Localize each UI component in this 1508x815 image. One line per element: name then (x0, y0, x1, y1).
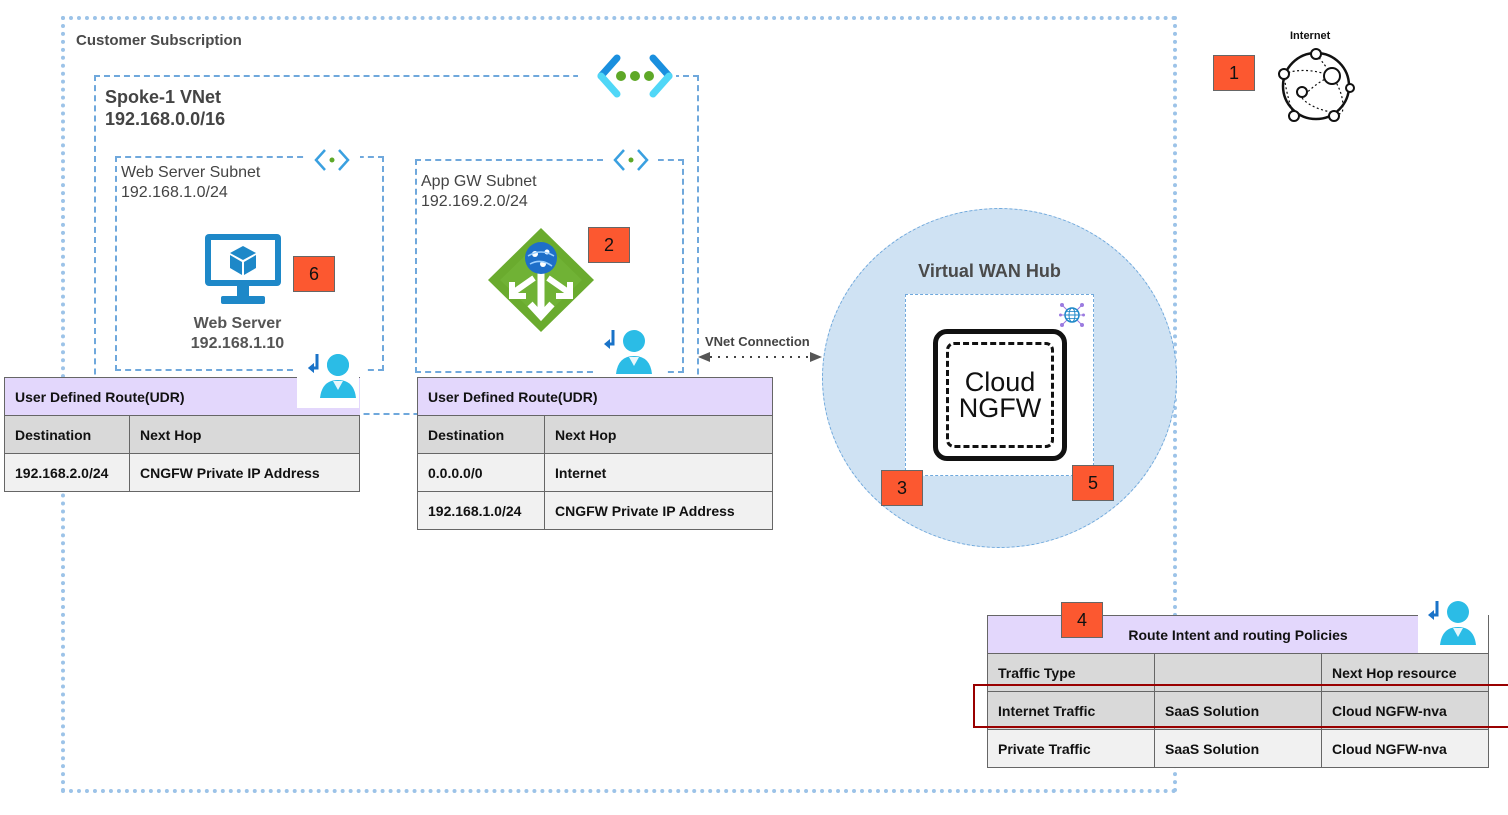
cloud-ngfw-icon (933, 329, 1067, 461)
highlighted-row-box (973, 684, 1508, 728)
virtual-network-icon (597, 54, 673, 98)
subnet-icon (314, 149, 350, 171)
udr-col-next-hop: Next Hop (544, 415, 773, 454)
ngfw-line1: Cloud (964, 367, 1036, 397)
route-table-icon (604, 330, 652, 374)
udr-cell: 192.168.1.0/24 (417, 491, 545, 530)
policy-cell: Internet Traffic (987, 691, 1155, 730)
step-badge-2: 2 (588, 227, 630, 263)
web-server-name: Web Server (193, 315, 282, 332)
step-badge-5: 5 (1072, 465, 1114, 501)
subnet-icon (613, 149, 649, 171)
table-row: 0.0.0.0/0 Internet (417, 453, 773, 492)
web-server-label: Web Server 192.168.1.10 (180, 314, 295, 354)
policy-cell: Cloud NGFW-nva (1321, 691, 1489, 730)
application-gateway-icon (488, 228, 594, 332)
step-badge-3: 3 (881, 470, 923, 506)
web-server-ip: 192.168.1.10 (190, 335, 285, 352)
policy-cell: SaaS Solution (1154, 729, 1322, 768)
udr-table-app: User Defined Route(UDR) Destination Next… (417, 377, 773, 530)
app-subnet-label: App GW Subnet 192.169.2.0/24 (421, 172, 537, 212)
ngfw-line2: NGFW (958, 393, 1042, 423)
table-row: 192.168.2.0/24 CNGFW Private IP Address (4, 453, 360, 492)
web-subnet-name: Web Server Subnet (121, 164, 261, 181)
udr-cell: CNGFW Private IP Address (544, 491, 773, 530)
hub-title: Virtual WAN Hub (918, 261, 1061, 281)
app-gw-subnet-boundary (415, 159, 684, 373)
udr-table-title: User Defined Route(UDR) (417, 377, 773, 416)
table-row: Private Traffic SaaS Solution Cloud NGFW… (987, 729, 1489, 768)
vwan-hub-icon (1059, 303, 1085, 327)
step-badge-1: 1 (1213, 55, 1255, 91)
spoke-vnet-boundary (94, 75, 699, 415)
table-row: Internet Traffic SaaS Solution Cloud NGF… (987, 691, 1489, 730)
virtual-machine-icon (205, 234, 281, 304)
route-table-icon (308, 354, 356, 398)
internet-label: Internet (1290, 30, 1331, 42)
policy-cell: Cloud NGFW-nva (1321, 729, 1489, 768)
udr-col-destination: Destination (4, 415, 130, 454)
table-row: 192.168.1.0/24 CNGFW Private IP Address (417, 491, 773, 530)
web-subnet-cidr: 192.168.1.0/24 (121, 184, 228, 201)
app-subnet-name: App GW Subnet (421, 173, 537, 190)
policy-cell: Private Traffic (987, 729, 1155, 768)
vnet-connection-label: VNet Connection (705, 334, 810, 349)
vnet-icon-backdrop (578, 48, 676, 102)
vnet-cidr: 192.168.0.0/16 (105, 109, 226, 129)
route-table-icon (1428, 601, 1476, 645)
policy-cell: SaaS Solution (1154, 691, 1322, 730)
vnet-connection-arrow (698, 352, 822, 362)
internet-globe-icon (1278, 48, 1355, 122)
step-badge-4: 4 (1061, 602, 1103, 638)
udr-cell: 192.168.2.0/24 (4, 453, 130, 492)
vnet-title: Spoke-1 VNet 192.168.0.0/16 (105, 86, 225, 130)
step-badge-6: 6 (293, 256, 335, 292)
vnet-name: Spoke-1 VNet (105, 87, 222, 107)
udr-cell: Internet (544, 453, 773, 492)
web-server-subnet-boundary (115, 156, 384, 371)
cloud-ngfw-label: Cloud NGFW (946, 342, 1054, 448)
udr-col-next-hop: Next Hop (129, 415, 360, 454)
subscription-label: Customer Subscription (76, 32, 242, 49)
udr-cell: 0.0.0.0/0 (417, 453, 545, 492)
udr-col-destination: Destination (417, 415, 545, 454)
web-subnet-label: Web Server Subnet 192.168.1.0/24 (121, 163, 260, 203)
udr-cell: CNGFW Private IP Address (129, 453, 360, 492)
app-subnet-cidr: 192.169.2.0/24 (421, 193, 528, 210)
